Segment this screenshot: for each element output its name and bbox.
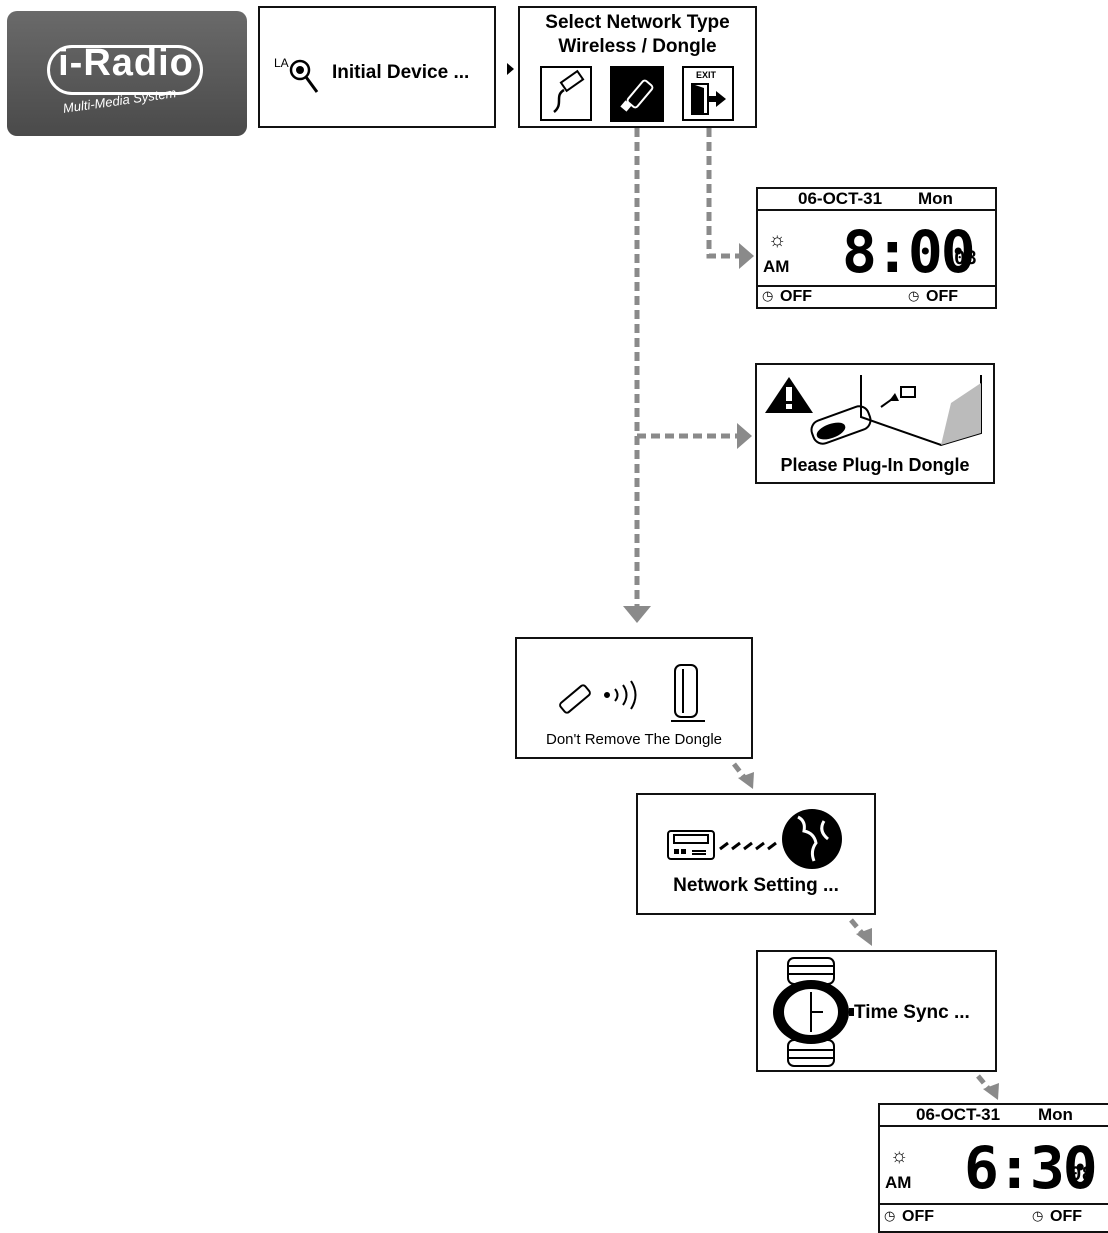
clock-seconds: 08: [1070, 1163, 1093, 1185]
initial-device-label: Initial Device ...: [332, 62, 470, 83]
alarm1-clock-icon: ◷: [762, 288, 774, 303]
clock-seconds: 08: [954, 247, 977, 269]
alarm1-status: OFF: [902, 1208, 934, 1225]
arrow-exit-to-clock: [706, 128, 740, 259]
arrow-to-clock-synced: [976, 1074, 990, 1090]
clock-time: 8:00: [842, 218, 976, 286]
dont-remove-label: Don't Remove The Dongle: [545, 731, 722, 748]
plug-dongle-screen: Please Plug-In Dongle: [755, 363, 995, 484]
exit-option[interactable]: EXIT: [682, 66, 734, 121]
alarm1-status: OFF: [780, 288, 812, 305]
network-globe-illustration: [667, 809, 842, 869]
usb-dongle-icon: [620, 79, 654, 112]
clock-day: Mon: [918, 189, 953, 208]
alarm2-clock-icon: ◷: [1032, 1208, 1044, 1223]
alarm1-clock-icon: ◷: [884, 1208, 896, 1223]
alarm2-status: OFF: [926, 288, 958, 305]
clock-screen-initial: 06-OCT-31 Mon ☼ AM 8:00 08 ◷ OFF ◷ OFF: [756, 187, 997, 309]
cable-usb-icon: [553, 69, 585, 113]
network-select-line2: Wireless / Dongle: [558, 36, 717, 57]
logo-text: i-Radio: [58, 42, 194, 84]
time-sync-label: Time Sync ...: [854, 1002, 970, 1023]
sun-icon: ☼: [890, 1145, 909, 1167]
alarm2-status: OFF: [1050, 1208, 1082, 1225]
network-setting-screen: Network Setting ...: [636, 793, 876, 915]
next-arrow-icon: [507, 63, 514, 75]
clock-time: 6:30: [964, 1134, 1098, 1202]
network-select-screen: Select Network Type Wireless / Dongle EX…: [518, 6, 757, 128]
plug-dongle-label: Please Plug-In Dongle: [780, 455, 970, 475]
clock-day: Mon: [1038, 1105, 1073, 1124]
exit-door-icon: [691, 83, 726, 115]
time-sync-screen: Time Sync ...: [756, 950, 997, 1072]
dont-remove-screen: Don't Remove The Dongle: [515, 637, 753, 759]
logo-ring: [47, 45, 203, 95]
sun-icon: ☼: [768, 229, 787, 251]
clock-ampm: AM: [885, 1173, 912, 1192]
exit-label: EXIT: [696, 70, 717, 80]
clock-screen-synced: 06-OCT-31 Mon ☼ AM 6:30 08 ◷ OFF ◷ OFF: [878, 1103, 1108, 1233]
dongle-signal-illustration: [559, 664, 705, 722]
wireless-option[interactable]: [540, 66, 592, 121]
clock-ampm: AM: [763, 257, 790, 276]
network-select-line1: Select Network Type: [545, 12, 730, 33]
initial-device-screen: LA Initial Device ...: [258, 6, 496, 128]
dongle-option-selected[interactable]: [610, 66, 664, 122]
magnifier-icon: [286, 58, 320, 105]
initial-prefix: LA: [274, 56, 289, 70]
arrow-to-network-setting: [732, 762, 746, 779]
clock-date: 06-OCT-31: [798, 189, 883, 208]
i-radio-logo: i-Radio Multi-Media System: [7, 11, 247, 136]
wristwatch-icon: [773, 957, 854, 1067]
warning-icon: [765, 377, 813, 413]
arrow-to-time-sync: [849, 918, 864, 935]
alarm2-clock-icon: ◷: [908, 288, 920, 303]
clock-date: 06-OCT-31: [916, 1105, 1001, 1124]
network-setting-label: Network Setting ...: [673, 875, 839, 896]
plug-dongle-illustration: [810, 375, 982, 447]
